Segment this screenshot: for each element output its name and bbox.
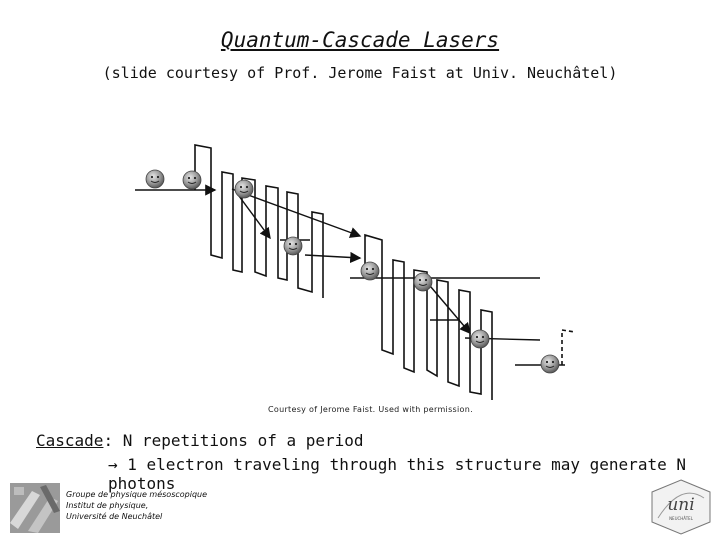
- electron: [413, 272, 433, 292]
- electron: [234, 179, 254, 199]
- logo-text: uni: [667, 495, 694, 515]
- electron: [470, 329, 490, 349]
- electron: [540, 354, 560, 374]
- university-logo: uni NEUCHÂTEL: [651, 479, 711, 535]
- cascade-diagram: [135, 144, 576, 400]
- photon-arrow-2: [424, 279, 471, 335]
- institute-photo-logo: [10, 483, 60, 533]
- tilt-line-1: [231, 188, 362, 238]
- image-courtesy: Courtesy of Jerome Faist. Used with perm…: [268, 405, 473, 414]
- photon-arrow-1: [235, 191, 271, 240]
- electron: [360, 261, 380, 281]
- barrier-1: [194, 144, 324, 298]
- slide-title: Quantum-Cascade Lasers: [220, 28, 500, 52]
- next-period-dashed: [561, 329, 576, 365]
- electron: [283, 236, 303, 256]
- electron: [145, 169, 165, 189]
- arrow-icon: →: [108, 455, 118, 474]
- electrons: [145, 169, 560, 374]
- cascade-definition: Cascade: N repetitions of a period: [36, 431, 364, 450]
- logo-subtext: NEUCHÂTEL: [669, 516, 694, 521]
- cascade-consequence: → 1 electron traveling through this stru…: [108, 455, 720, 493]
- barrier-2: [364, 233, 493, 400]
- institute-address: Groupe de physique mésoscopique Institut…: [66, 490, 208, 521]
- slide-subtitle: (slide courtesy of Prof. Jerome Faist at…: [102, 64, 618, 82]
- cascade-rest: : N repetitions of a period: [103, 431, 364, 450]
- electron: [182, 170, 202, 190]
- cascade-term: Cascade: [36, 431, 104, 450]
- consequence-text: 1 electron traveling through this struct…: [108, 455, 686, 493]
